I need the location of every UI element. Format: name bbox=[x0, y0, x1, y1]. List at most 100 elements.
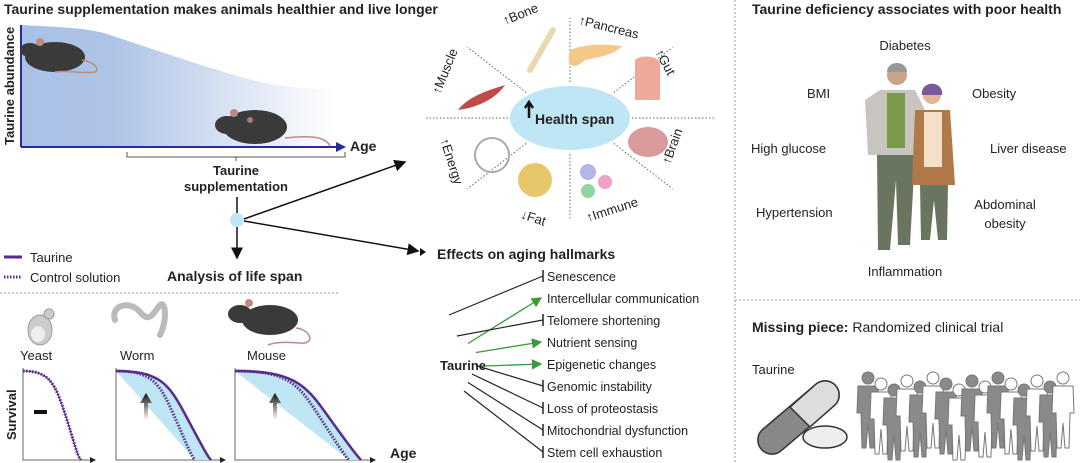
arrow-head-icon bbox=[420, 248, 426, 256]
spoke-line bbox=[467, 46, 527, 93]
increase-arrow-icon bbox=[269, 393, 281, 420]
person-icon bbox=[874, 377, 888, 391]
person-icon bbox=[991, 371, 1005, 385]
hallmark-item: Mitochondrial dysfunction bbox=[547, 424, 688, 438]
bone-icon bbox=[527, 27, 556, 73]
pancreas-icon bbox=[568, 44, 622, 66]
condition-diabetes: Diabetes bbox=[879, 38, 931, 53]
organ-label-energy: ↑Energy bbox=[437, 136, 466, 186]
survival-axes bbox=[234, 368, 376, 463]
organ-label-pancreas: ↑Pancreas bbox=[577, 12, 641, 42]
inhibit-line bbox=[463, 390, 544, 453]
age-label: Age bbox=[390, 445, 417, 461]
old-mouse-icon bbox=[215, 109, 331, 147]
hallmarks-source: Taurine bbox=[440, 358, 486, 373]
hallmarks-title: Effects on aging hallmarks bbox=[437, 246, 615, 262]
gut-icon bbox=[635, 56, 660, 100]
control-curve bbox=[234, 369, 351, 462]
fat-icon bbox=[518, 163, 552, 197]
survival-axes bbox=[115, 368, 226, 463]
hallmark-item: Epigenetic changes bbox=[547, 358, 656, 372]
legend-taurine: Taurine bbox=[30, 250, 73, 265]
missing-piece-text: Randomized clinical trial bbox=[852, 319, 1003, 335]
inhibit-line bbox=[471, 373, 544, 409]
control-curve bbox=[22, 369, 83, 462]
person-icon bbox=[1004, 377, 1018, 391]
inhibit-line bbox=[467, 381, 544, 431]
taurine-abundance-area bbox=[21, 25, 335, 147]
health-span-bubble bbox=[510, 86, 630, 150]
branch-node bbox=[230, 213, 244, 227]
organ-label-bone: ↑Bone bbox=[501, 0, 541, 28]
immune-cell-icon bbox=[598, 175, 612, 189]
missing-piece: Missing piece: Randomized clinical trial bbox=[752, 319, 1003, 335]
increase-arrow-icon bbox=[140, 393, 152, 420]
taurine-curve bbox=[234, 369, 362, 461]
right-panel-title: Taurine deficiency associates with poor … bbox=[752, 1, 1061, 17]
legend-control: Control solution bbox=[30, 270, 120, 285]
survival-label: Survival bbox=[4, 389, 19, 440]
condition-abdominal-obesity-2: obesity bbox=[984, 216, 1026, 231]
inhibit-line bbox=[456, 319, 544, 337]
mouse-icon bbox=[228, 299, 311, 346]
arrow-to-hallmarks bbox=[243, 220, 420, 256]
x-axis-label: Age bbox=[350, 138, 377, 154]
lifespan-gain-area bbox=[235, 371, 361, 460]
organism-yeast: Yeast bbox=[20, 348, 52, 363]
up-arrow-icon bbox=[523, 99, 535, 118]
person-icon bbox=[965, 374, 979, 388]
person-icon bbox=[926, 371, 940, 385]
promote-arrow bbox=[484, 359, 543, 370]
hallmark-item: Loss of proteostasis bbox=[547, 402, 658, 416]
muscle-icon bbox=[458, 85, 505, 110]
person-icon bbox=[939, 377, 953, 391]
promote-arrow bbox=[475, 338, 543, 354]
hallmark-item: Stem cell exhaustion bbox=[547, 446, 662, 460]
organ-label-fat: ↓Fat bbox=[519, 207, 548, 229]
condition-obesity: Obesity bbox=[972, 86, 1017, 101]
taurine-pill-icon bbox=[757, 380, 848, 455]
health-span-label: Health span bbox=[535, 111, 614, 127]
hallmark-item: Telomere shortening bbox=[547, 314, 660, 328]
young-mouse-icon bbox=[20, 38, 98, 74]
hallmark-item: Nutrient sensing bbox=[547, 336, 637, 350]
lifespan-gain-area bbox=[116, 371, 211, 460]
taurine-curve bbox=[22, 370, 82, 461]
survival-plots bbox=[22, 368, 376, 463]
organism-worm: Worm bbox=[120, 348, 154, 363]
condition-high-glucose: High glucose bbox=[751, 141, 826, 156]
couple-illustration bbox=[865, 63, 955, 250]
person-icon bbox=[1056, 371, 1070, 385]
pill-label: Taurine bbox=[752, 362, 795, 377]
conditions: Diabetes BMI Obesity High glucose Liver … bbox=[751, 38, 1067, 279]
taurine-curve bbox=[115, 369, 212, 461]
immune-cell-icon bbox=[580, 164, 596, 180]
person-icon bbox=[1030, 374, 1044, 388]
person-icon bbox=[900, 374, 914, 388]
condition-abdominal-obesity-1: Abdominal bbox=[974, 197, 1036, 212]
inhibit-line bbox=[448, 275, 544, 316]
x-axis-arrow-icon bbox=[336, 142, 346, 152]
inhibit-line bbox=[475, 364, 544, 387]
hallmark-item: Senescence bbox=[547, 270, 616, 284]
yeast-icon bbox=[27, 308, 55, 346]
no-effect-icon bbox=[34, 410, 47, 414]
condition-liver-disease: Liver disease bbox=[990, 141, 1067, 156]
organ-label-immune: ↑Immune bbox=[584, 194, 639, 225]
missing-piece-bold: Missing piece: bbox=[752, 319, 848, 335]
person-icon bbox=[1051, 385, 1075, 449]
lifespan-title: Analysis of life span bbox=[167, 268, 302, 284]
organism-mouse: Mouse bbox=[247, 348, 286, 363]
trial-participants-crowd bbox=[856, 371, 1075, 461]
y-axis-label: Taurine abundance bbox=[2, 27, 17, 145]
worm-icon bbox=[111, 301, 168, 338]
organ-icons bbox=[458, 27, 668, 198]
immune-cell-icon bbox=[581, 184, 595, 198]
brain-icon bbox=[628, 127, 668, 157]
condition-hypertension: Hypertension bbox=[756, 205, 833, 220]
running-wheel-icon bbox=[474, 137, 510, 173]
left-panel-title: Taurine supplementation makes animals he… bbox=[4, 1, 438, 17]
person-icon bbox=[861, 371, 875, 385]
hallmark-item: Intercellular communication bbox=[547, 292, 699, 306]
